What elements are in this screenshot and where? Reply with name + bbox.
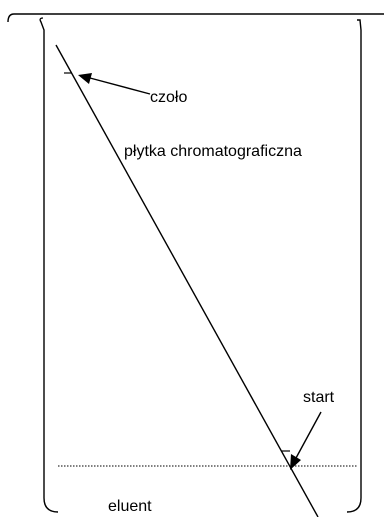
chamber-right-wall — [346, 19, 362, 513]
eluent-label: eluent — [108, 498, 152, 515]
start-arrow-shaft — [295, 411, 322, 459]
front-arrow-shaft — [89, 77, 151, 95]
start-label: start — [303, 389, 335, 406]
start-arrowhead-icon — [290, 454, 301, 470]
front-label: czoło — [150, 89, 187, 106]
front-arrowhead-icon — [78, 73, 92, 84]
chamber-lid — [7, 13, 384, 23]
chamber-left-wall — [39, 19, 59, 513]
chromatography-plate — [55, 44, 319, 517]
plate-label: płytka chromatograficzna — [124, 143, 302, 160]
chamber-left-wall-top — [39, 17, 44, 21]
